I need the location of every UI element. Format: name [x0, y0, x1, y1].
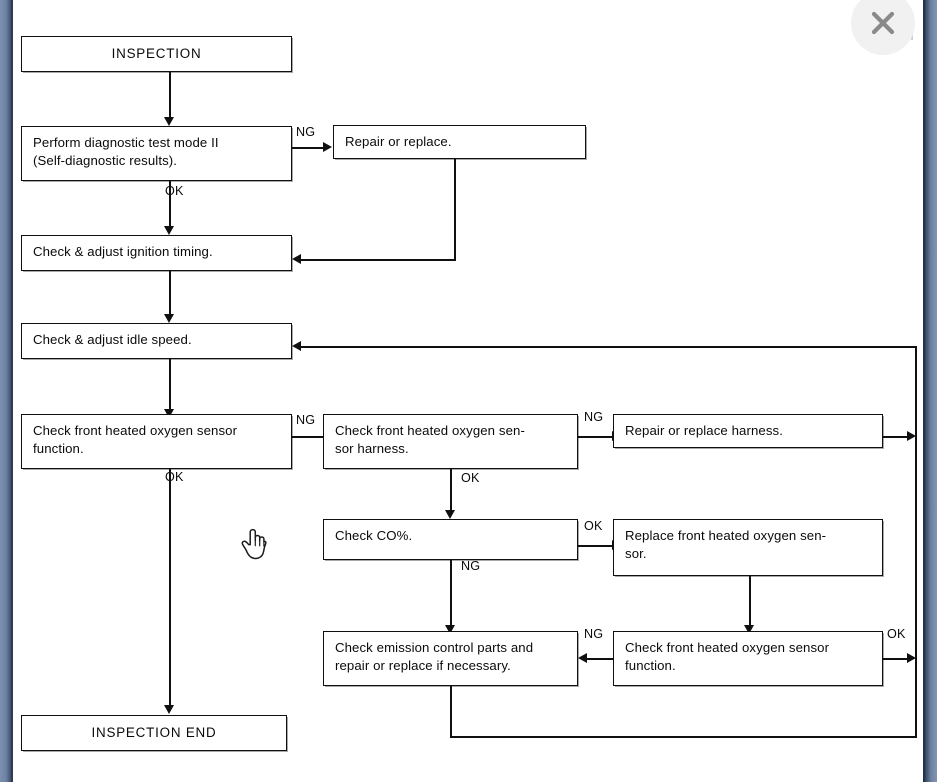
- node-o2fn1-line1: Check front heated oxygen sensor: [33, 423, 238, 438]
- node-ignition-timing-label: Check & adjust ignition timing.: [33, 244, 213, 259]
- edge-co-to-emission-arrow: [445, 625, 455, 634]
- close-button[interactable]: [851, 0, 915, 55]
- node-emission-line1: Check emission control parts and: [335, 640, 534, 655]
- edge-harness-to-co-arrow: [445, 510, 455, 519]
- edge-inspection-to-diag-line: [169, 72, 171, 119]
- edge-inspection-to-diag-arrow: [164, 117, 174, 126]
- edge-ignition-to-idle-arrow: [164, 314, 174, 323]
- flowchart-canvas: INSPECTION Perform diagnostic test mode …: [13, 0, 925, 782]
- edge-bottom-return-hline: [450, 736, 916, 738]
- viewer-right-frame: [925, 0, 937, 782]
- edge-o2fn2-to-bus-line: [883, 658, 909, 660]
- edge-repairharness-to-bus-line: [883, 436, 909, 438]
- edge-label-o2fn2-ok: OK: [887, 627, 906, 641]
- scanned-page-sheet: INSPECTION Perform diagnostic test mode …: [13, 0, 925, 782]
- node-replaceo2-line1: Replace front heated oxygen sen-: [625, 528, 827, 543]
- node-inspection-end: INSPECTION END: [21, 715, 287, 751]
- edge-label-harness-ng: NG: [584, 410, 604, 424]
- node-idle-speed-label: Check & adjust idle speed.: [33, 332, 192, 347]
- node-o2harness-line1: Check front heated oxygen sen-: [335, 423, 525, 438]
- edge-co-to-replaceo2-line: [578, 545, 614, 547]
- node-inspection-label: INSPECTION: [111, 46, 202, 61]
- node-repair-or-replace: Repair or replace.: [333, 125, 586, 159]
- edge-label-diag-ok: OK: [165, 184, 184, 198]
- edge-o2fn2-to-emission-line: [586, 658, 613, 660]
- edge-replaceo2-to-o2fn2-arrow: [744, 625, 754, 634]
- edge-o2fn1-to-end-arrow: [164, 705, 174, 714]
- edge-diag-to-repair-line: [292, 147, 325, 149]
- edge-label-o2fn1-ng: NG: [296, 413, 316, 427]
- viewer-right-border: [923, 0, 925, 782]
- edge-o2fn1-to-end-line: [169, 469, 171, 707]
- edge-return-bus-arrow: [292, 341, 301, 351]
- edge-co-to-emission-line: [450, 560, 452, 628]
- node-replaceo2-line2: sor.: [625, 546, 647, 561]
- node-diag-line2: (Self-diagnostic results).: [33, 153, 178, 168]
- node-replace-front-heated-oxygen-sensor: Replace front heated oxygen sen- sor.: [613, 519, 883, 576]
- edge-diag-to-ignition-line: [169, 181, 171, 228]
- edge-harness-to-co-line: [450, 469, 452, 512]
- edge-harness-to-repairharness-line: [578, 436, 614, 438]
- node-check-adjust-ignition-timing: Check & adjust ignition timing.: [21, 235, 292, 271]
- node-inspection: INSPECTION: [21, 36, 292, 72]
- edge-emission-return-vline: [450, 686, 452, 738]
- node-repairharness-label: Repair or replace harness.: [625, 423, 783, 438]
- edge-diag-to-repair-arrow: [323, 142, 332, 152]
- edge-repair-return-arrow: [292, 254, 301, 264]
- node-diag-line1: Perform diagnostic test mode II: [33, 135, 219, 150]
- edge-return-bus-hline: [300, 346, 917, 348]
- node-o2harness-line2: sor harness.: [335, 441, 409, 456]
- edge-return-bus-vline: [915, 346, 917, 738]
- edge-o2fn2-to-bus-arrow: [907, 653, 916, 663]
- node-repair-or-replace-harness: Repair or replace harness.: [613, 414, 883, 448]
- edge-label-co-ng: NG: [461, 559, 481, 573]
- edge-repairharness-to-bus-arrow: [907, 431, 916, 441]
- edge-label-diag-ng: NG: [296, 125, 316, 139]
- edge-label-harness-ok: OK: [461, 471, 480, 485]
- node-emission-line2: repair or replace if necessary.: [335, 658, 511, 673]
- node-check-front-heated-oxygen-sensor-harness: Check front heated oxygen sen- sor harne…: [323, 414, 578, 469]
- edge-idle-to-o2fn1-arrow: [164, 409, 174, 418]
- viewer-left-border: [11, 0, 13, 782]
- node-o2fn1-line2: function.: [33, 441, 84, 456]
- edge-repair-return-vline: [454, 159, 456, 260]
- edge-o2fn1-to-harness-line: [292, 436, 325, 438]
- edge-label-o2fn1-ok: OK: [165, 470, 184, 484]
- node-check-adjust-idle-speed: Check & adjust idle speed.: [21, 323, 292, 359]
- node-checkco-label: Check CO%.: [335, 528, 413, 543]
- edge-replaceo2-to-o2fn2-line: [749, 576, 751, 628]
- close-x-icon: [871, 11, 895, 35]
- node-inspection-end-label: INSPECTION END: [91, 725, 217, 740]
- node-perform-diagnostic-test-mode-2: Perform diagnostic test mode II (Self-di…: [21, 126, 292, 181]
- node-repair-replace-label: Repair or replace.: [345, 134, 452, 149]
- edge-diag-to-ignition-arrow: [164, 226, 174, 235]
- viewer-left-frame: [0, 0, 11, 782]
- node-check-co-percent: Check CO%.: [323, 519, 578, 560]
- edge-repair-return-hline: [300, 259, 456, 261]
- edge-ignition-to-idle-line: [169, 271, 171, 316]
- node-o2fn2-line2: function.: [625, 658, 676, 673]
- node-check-front-heated-oxygen-sensor-function-2: Check front heated oxygen sensor functio…: [613, 631, 883, 686]
- edge-idle-to-o2fn1-line: [169, 359, 171, 411]
- node-check-front-heated-oxygen-sensor-function-1: Check front heated oxygen sensor functio…: [21, 414, 292, 469]
- edge-label-o2fn2-ng: NG: [584, 627, 604, 641]
- edge-o2fn2-to-emission-arrow: [578, 653, 587, 663]
- node-o2fn2-line1: Check front heated oxygen sensor: [625, 640, 830, 655]
- edge-label-co-ok: OK: [584, 519, 603, 533]
- node-check-emission-control-parts: Check emission control parts and repair …: [323, 631, 578, 686]
